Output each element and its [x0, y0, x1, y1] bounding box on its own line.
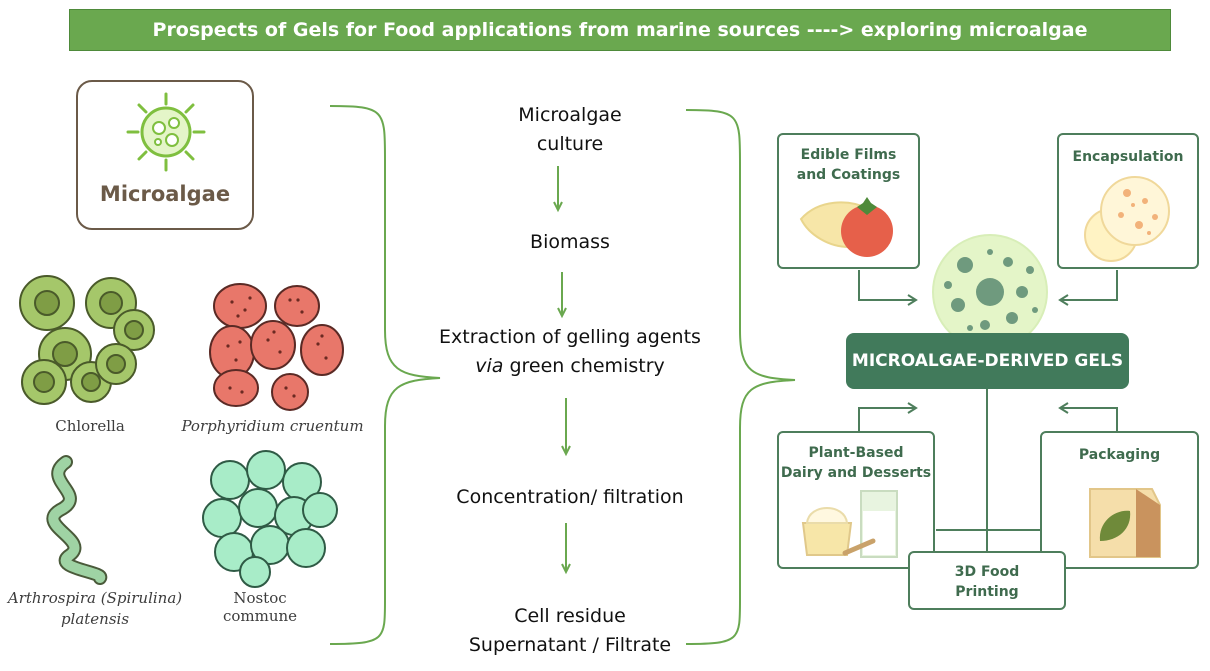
step-concentration: Concentration/ filtration — [456, 486, 684, 508]
app-dairy: Plant-Based Dairy and Desserts — [777, 431, 935, 569]
app-3d-printing: 3D Food Printing — [908, 551, 1066, 610]
step-biomass: Biomass — [530, 231, 610, 253]
step-residue: Cell residue Supernatant / Filtrate — [468, 605, 672, 656]
tomato-icon — [799, 197, 893, 257]
step-culture: Microalgae culture — [518, 104, 622, 155]
species-nostoc: Nostoc commune — [222, 589, 298, 625]
center-gels-label: MICROALGAE-DERIVED GELS — [846, 333, 1129, 389]
species-porphyridium: Porphyridium cruentum — [181, 417, 364, 435]
species-arthrospira-line2: platensis — [60, 610, 130, 628]
nostoc-illustration — [202, 450, 338, 588]
microalgae-cell-icon — [126, 92, 206, 172]
title-banner: Prospects of Gels for Food applications … — [69, 9, 1171, 51]
species-chlorella: Chlorella — [55, 417, 125, 435]
species-arthrospira: Arthrospira (Spirulina) — [7, 589, 183, 607]
package-icon — [1089, 488, 1161, 558]
title: Prospects of Gels for Food applications … — [152, 19, 1088, 41]
chlorella-illustration — [19, 275, 155, 405]
app-encapsulation: Encapsulation — [1057, 133, 1199, 269]
dessert-icon — [801, 490, 898, 558]
porphyridium-illustration — [209, 283, 344, 411]
app-packaging: Packaging — [1040, 431, 1199, 569]
microalgae-label: Microalgae — [99, 182, 231, 206]
left-brace — [329, 105, 441, 645]
microalgae-card: Microalgae — [76, 80, 254, 230]
capsule-icon — [1084, 176, 1170, 262]
right-brace — [685, 109, 796, 645]
step-extraction: Extraction of gelling agents via green c… — [439, 326, 701, 377]
spirulina-illustration — [46, 455, 108, 585]
app-edible-films: Edible Films and Coatings — [777, 133, 920, 269]
